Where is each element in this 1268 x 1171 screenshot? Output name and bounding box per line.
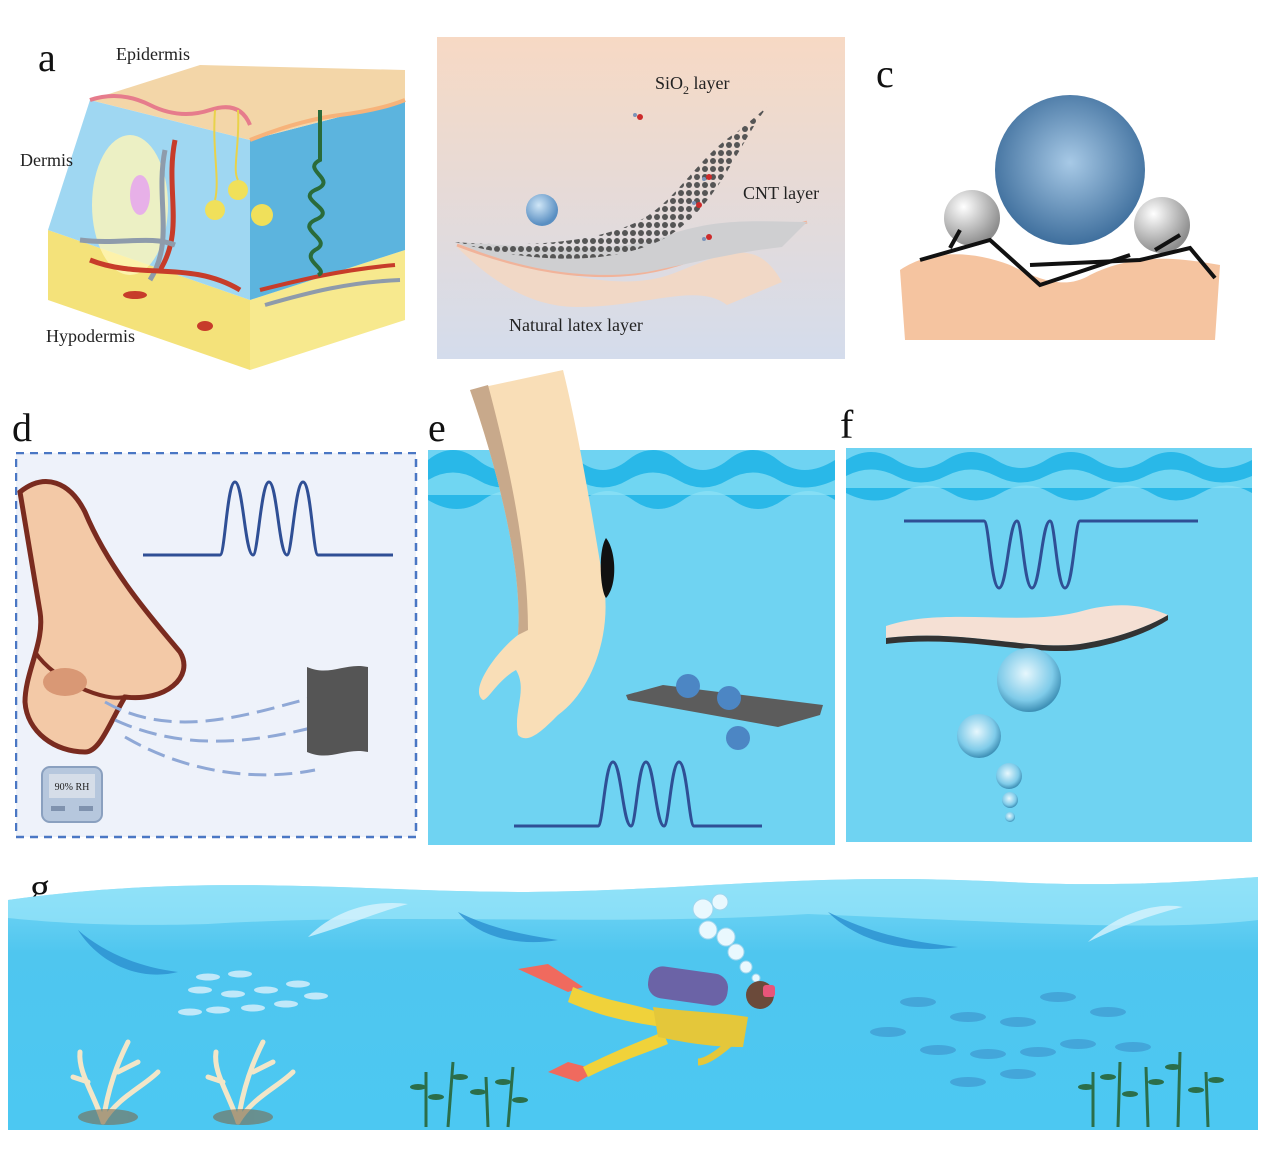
panel-b-layer-diagram: SiO2 layer CNT layer Natural latex layer <box>437 37 845 359</box>
signal-trace-f <box>904 519 1198 590</box>
panel-letter-f: f <box>840 402 854 447</box>
panel-letter-d: d <box>12 405 32 450</box>
label-sio2: SiO2 layer <box>655 73 730 97</box>
panel-e-underwater-touch-diagram <box>428 370 835 845</box>
label-cnt: CNT layer <box>743 183 819 203</box>
signal-trace-e <box>514 760 762 828</box>
label-dermis: Dermis <box>20 150 73 170</box>
panel-f-bubble-diagram <box>846 448 1252 842</box>
panel-g-underwater-scene <box>8 877 1258 1130</box>
panel-c-droplet-diagram <box>900 95 1220 340</box>
scuba-diver <box>518 964 775 1082</box>
label-latex: Natural latex layer <box>509 315 643 335</box>
panel-letter-c: c <box>876 51 894 96</box>
panel-letter-e: e <box>428 405 446 450</box>
label-epidermis: Epidermis <box>116 44 190 64</box>
signal-trace-d <box>143 480 393 557</box>
panel-d-breathing-diagram: 90% RH <box>15 452 418 839</box>
label-hypodermis: Hypodermis <box>46 326 135 346</box>
humidity-meter-readout: 90% RH <box>55 782 90 793</box>
panel-letter-a: a <box>38 35 56 80</box>
panel-a-skin-diagram: Epidermis Dermis Hypodermis <box>20 44 406 370</box>
